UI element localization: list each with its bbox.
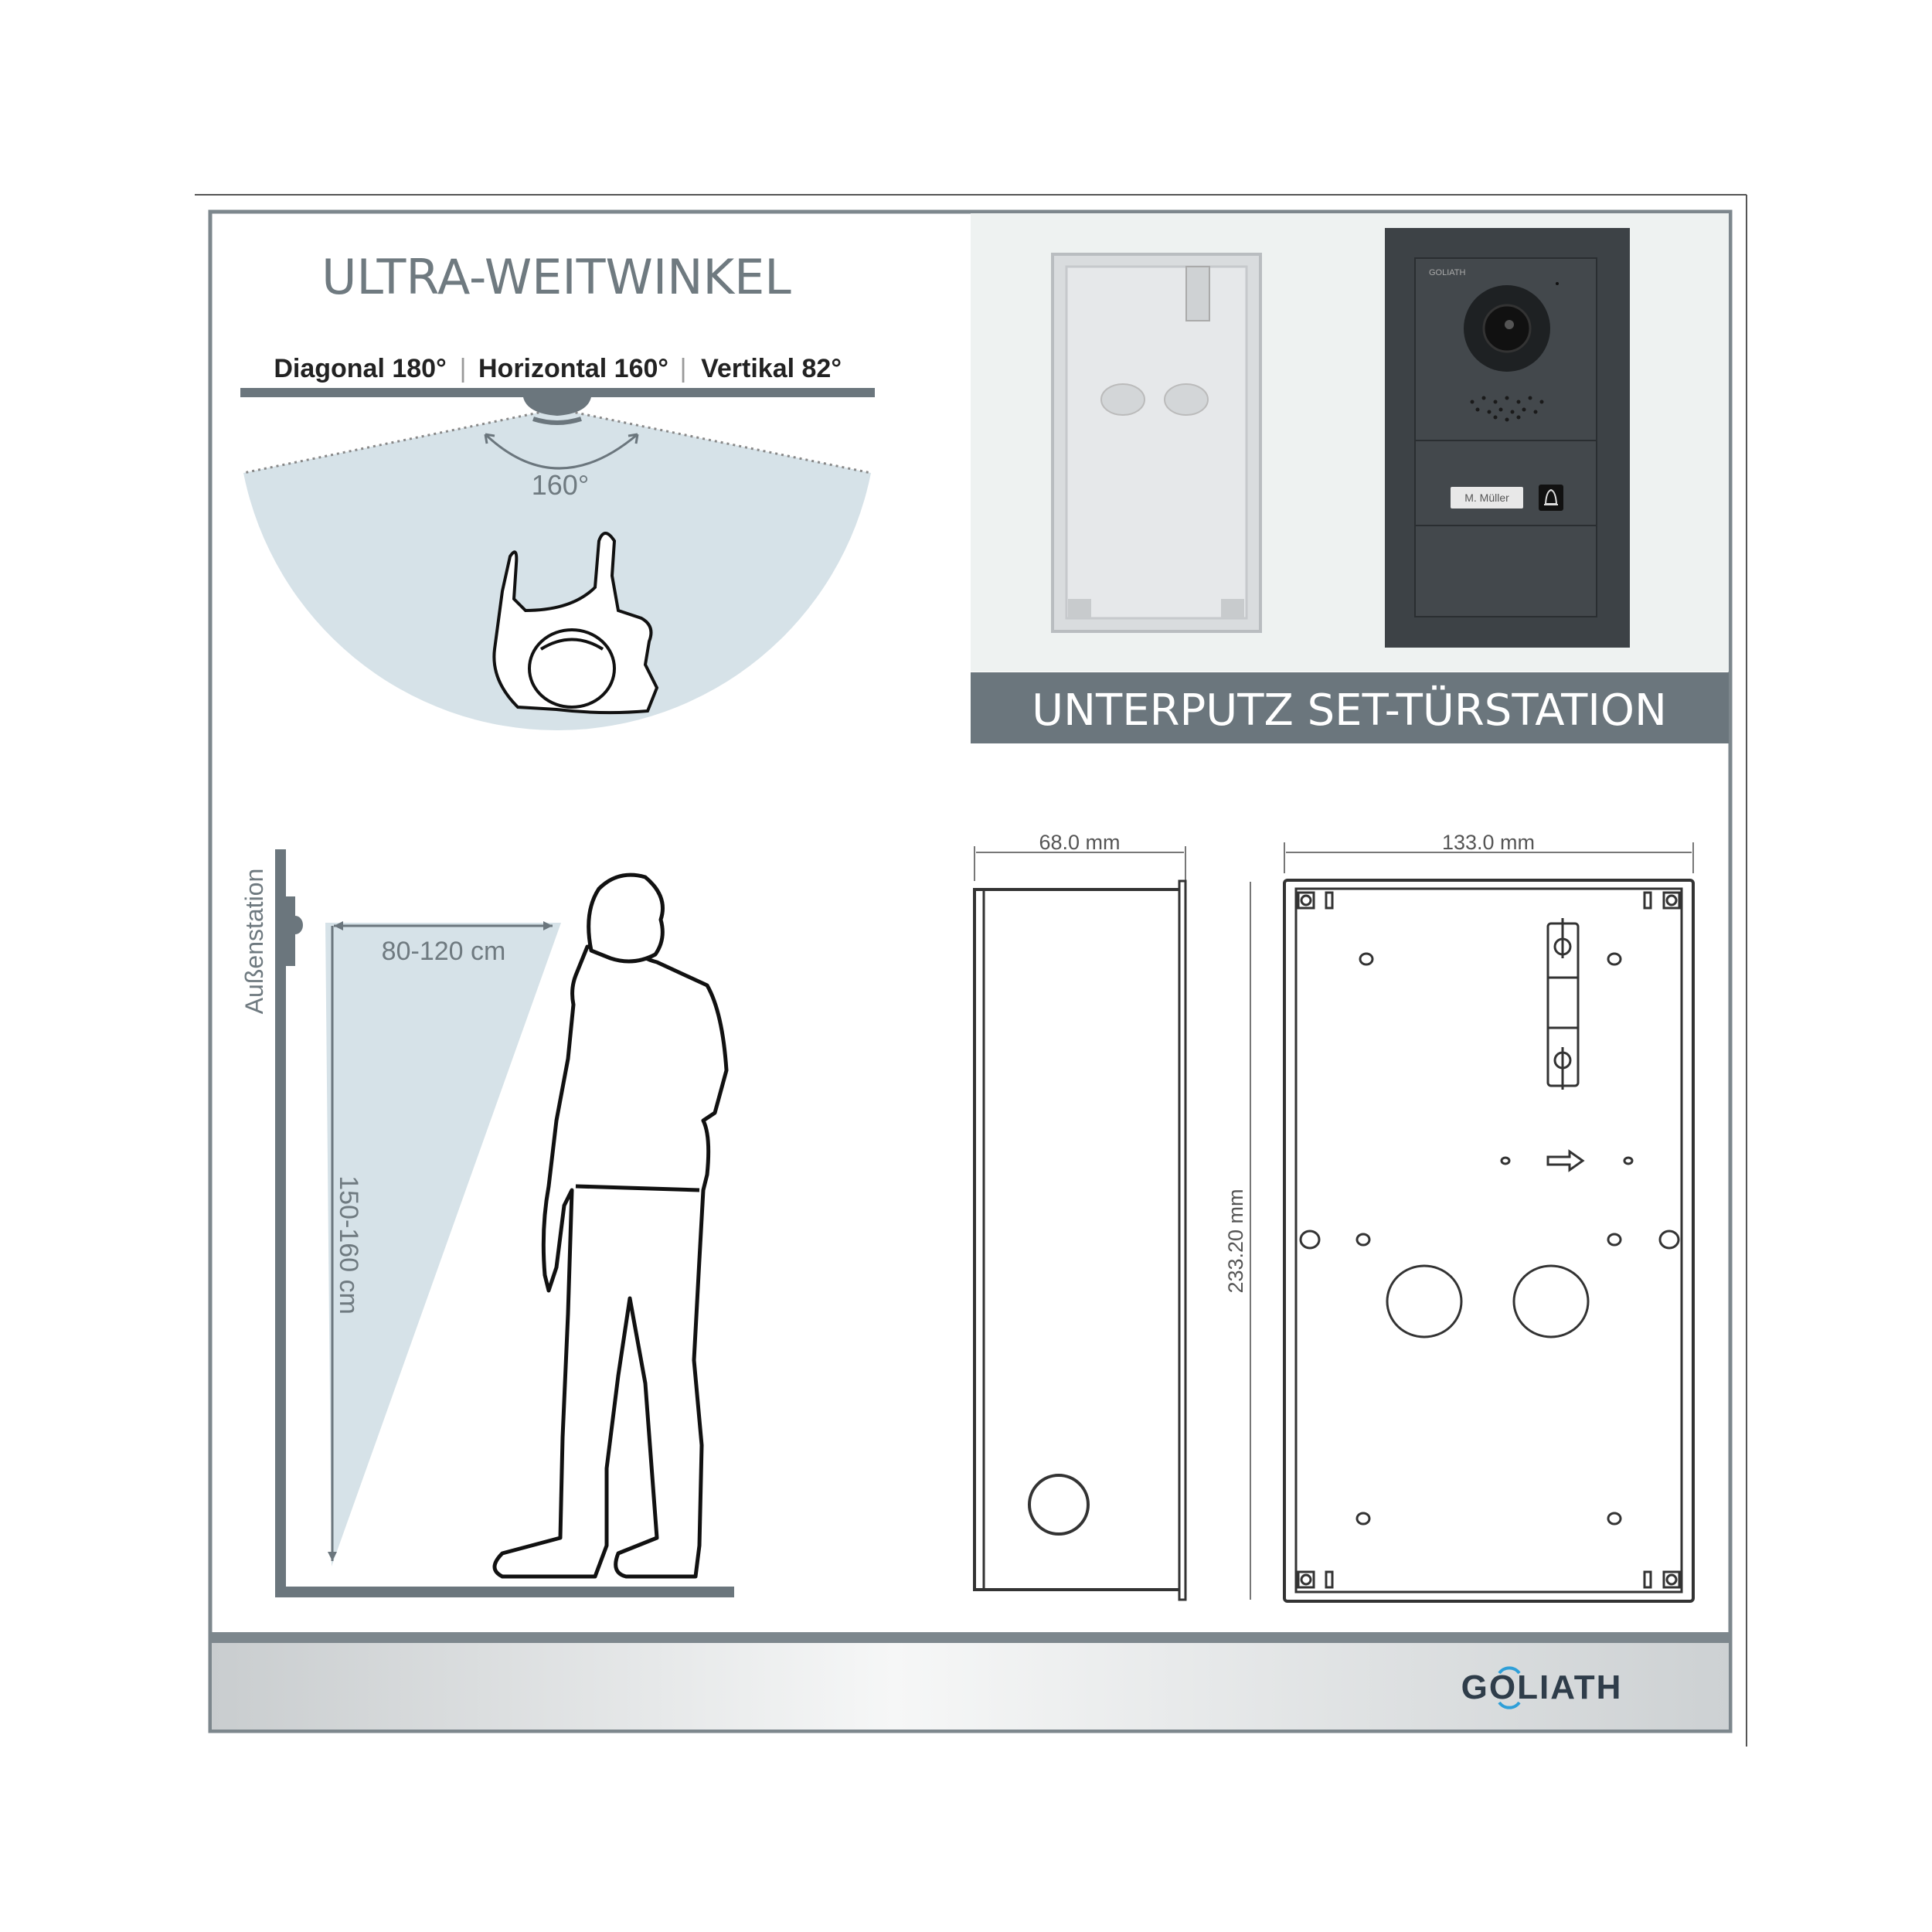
technical-drawings: 68.0 mm 133.0 mm 233.20 mm (973, 831, 1695, 1603)
side-view-drawing: 68.0 mm (973, 831, 1187, 1601)
diagonal-angle: Diagonal 180° (274, 354, 446, 383)
speaker-grille-icon (1470, 396, 1544, 422)
horizontal-angle: Horizontal 160° (478, 354, 668, 383)
separator: | (680, 354, 687, 383)
logo-swoosh-icon (1498, 1666, 1521, 1709)
mounting-height-section: Außenstation 80-120 cm 150-160 cm (240, 849, 734, 1597)
angle-specs: Diagonal 180° | Horizontal 160° | Vertik… (274, 354, 842, 383)
footer-stripe (212, 1632, 1729, 1643)
cable-knockout (1028, 1474, 1090, 1536)
wall-label: Außenstation (240, 869, 268, 1015)
camera-lens (532, 417, 582, 425)
footer-logo-text: GOLIATH (1461, 1668, 1623, 1706)
height-label: 150-160 cm (334, 1175, 363, 1315)
banner (971, 672, 1729, 743)
name-plate (1451, 487, 1523, 509)
depth-label: 68.0 mm (1039, 831, 1120, 854)
door-station-image: GOLIATH M. Müller (1385, 228, 1630, 648)
fov-edge (243, 407, 558, 474)
height-label: 233.20 mm (1224, 1189, 1247, 1293)
wall (275, 849, 286, 1597)
floor (275, 1587, 734, 1597)
separator: | (460, 354, 467, 383)
product-photo-section: GOLIATH M. Müller UNTERPUTZ SET-TÜRSTATI… (971, 213, 1729, 743)
device-logo: GOLIATH (1429, 268, 1466, 277)
distance-label: 80-120 cm (382, 937, 506, 966)
standing-person-icon (492, 872, 729, 1579)
arrow-heads (484, 433, 639, 444)
width-label: 133.0 mm (1442, 831, 1535, 854)
fov-angle-label: 160° (532, 469, 589, 501)
arrow-right-icon (1546, 1149, 1585, 1172)
fov-edge (556, 407, 872, 474)
section-title: ULTRA-WEITWINKEL (321, 249, 791, 305)
bell-button (1539, 485, 1563, 511)
person-top-view-icon (492, 532, 659, 715)
camera-icon (523, 397, 591, 416)
mounting-holes (1297, 891, 1681, 1589)
camera-view-cone (325, 923, 561, 1566)
banner-title: UNTERPUTZ SET-TÜRSTATION (1032, 685, 1667, 736)
vertical-angle: Vertikal 82° (701, 354, 842, 383)
field-of-view-fan (243, 409, 871, 731)
goliath-logo: GOLIATH (1461, 1666, 1623, 1709)
wall-bar (240, 388, 875, 397)
footer-band (212, 1632, 1729, 1730)
flush-mount-box-image (1051, 253, 1262, 633)
front-view-drawing: 133.0 mm 233.20 mm (1224, 831, 1695, 1603)
name-plate-text: M. Müller (1464, 492, 1509, 504)
angle-arc-arrow (484, 433, 638, 470)
bell-icon (1544, 488, 1558, 505)
wide-angle-section: ULTRA-WEITWINKEL Diagonal 180° | Horizon… (240, 249, 875, 731)
door-station-side-icon (286, 896, 295, 966)
